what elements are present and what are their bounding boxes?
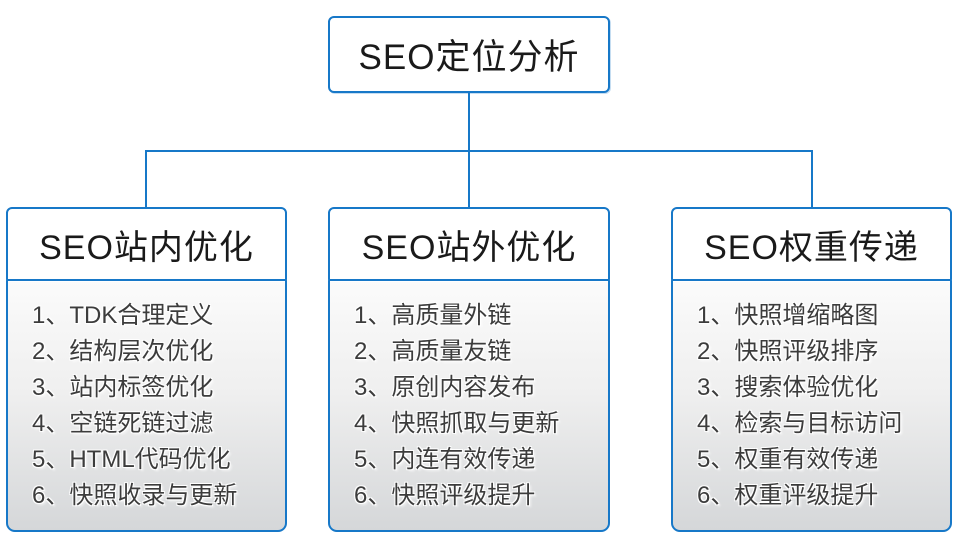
column-onsite-header: SEO站内优化 bbox=[6, 207, 287, 281]
list-item: 2、结构层次优化 bbox=[32, 338, 214, 365]
list-item: 1、快照增缩略图 bbox=[697, 302, 879, 329]
column-weight-title: SEO权重传递 bbox=[704, 228, 919, 267]
list-item: 2、快照评级排序 bbox=[697, 338, 879, 365]
list-item: 1、TDK合理定义 bbox=[32, 302, 214, 329]
column-weight-header: SEO权重传递 bbox=[671, 207, 952, 281]
list-item: 5、权重有效传递 bbox=[697, 446, 879, 473]
list-item: 6、快照评级提升 bbox=[354, 482, 536, 509]
root-node-title: SEO定位分析 bbox=[358, 38, 580, 77]
column-onsite-list: 1、TDK合理定义 2、结构层次优化 3、站内标签优化 4、空链死链过滤 5、H… bbox=[6, 279, 287, 532]
list-item: 3、搜索体验优化 bbox=[697, 374, 879, 401]
column-offsite-header: SEO站外优化 bbox=[328, 207, 610, 281]
list-item: 1、高质量外链 bbox=[354, 302, 512, 329]
list-item: 4、检索与目标访问 bbox=[697, 410, 903, 437]
list-item: 6、快照收录与更新 bbox=[32, 482, 238, 509]
list-item: 6、权重评级提升 bbox=[697, 482, 879, 509]
list-item: 3、站内标签优化 bbox=[32, 374, 214, 401]
root-node: SEO定位分析 bbox=[328, 16, 610, 93]
list-item: 4、快照抓取与更新 bbox=[354, 410, 560, 437]
column-offsite-list: 1、高质量外链 2、高质量友链 3、原创内容发布 4、快照抓取与更新 5、内连有… bbox=[328, 279, 610, 532]
column-weight-list: 1、快照增缩略图 2、快照评级排序 3、搜索体验优化 4、检索与目标访问 5、权… bbox=[671, 279, 952, 532]
list-item: 5、内连有效传递 bbox=[354, 446, 536, 473]
list-item: 3、原创内容发布 bbox=[354, 374, 536, 401]
column-offsite-title: SEO站外优化 bbox=[361, 228, 577, 267]
column-onsite-title: SEO站内优化 bbox=[39, 228, 254, 267]
column-onsite-optimization: SEO站内优化 1、TDK合理定义 2、结构层次优化 3、站内标签优化 4、空链… bbox=[6, 207, 287, 532]
column-weight-transfer: SEO权重传递 1、快照增缩略图 2、快照评级排序 3、搜索体验优化 4、检索与… bbox=[671, 207, 952, 532]
list-item: 4、空链死链过滤 bbox=[32, 410, 214, 437]
column-offsite-optimization: SEO站外优化 1、高质量外链 2、高质量友链 3、原创内容发布 4、快照抓取与… bbox=[328, 207, 610, 532]
list-item: 2、高质量友链 bbox=[354, 338, 512, 365]
list-item: 5、HTML代码优化 bbox=[32, 446, 231, 473]
